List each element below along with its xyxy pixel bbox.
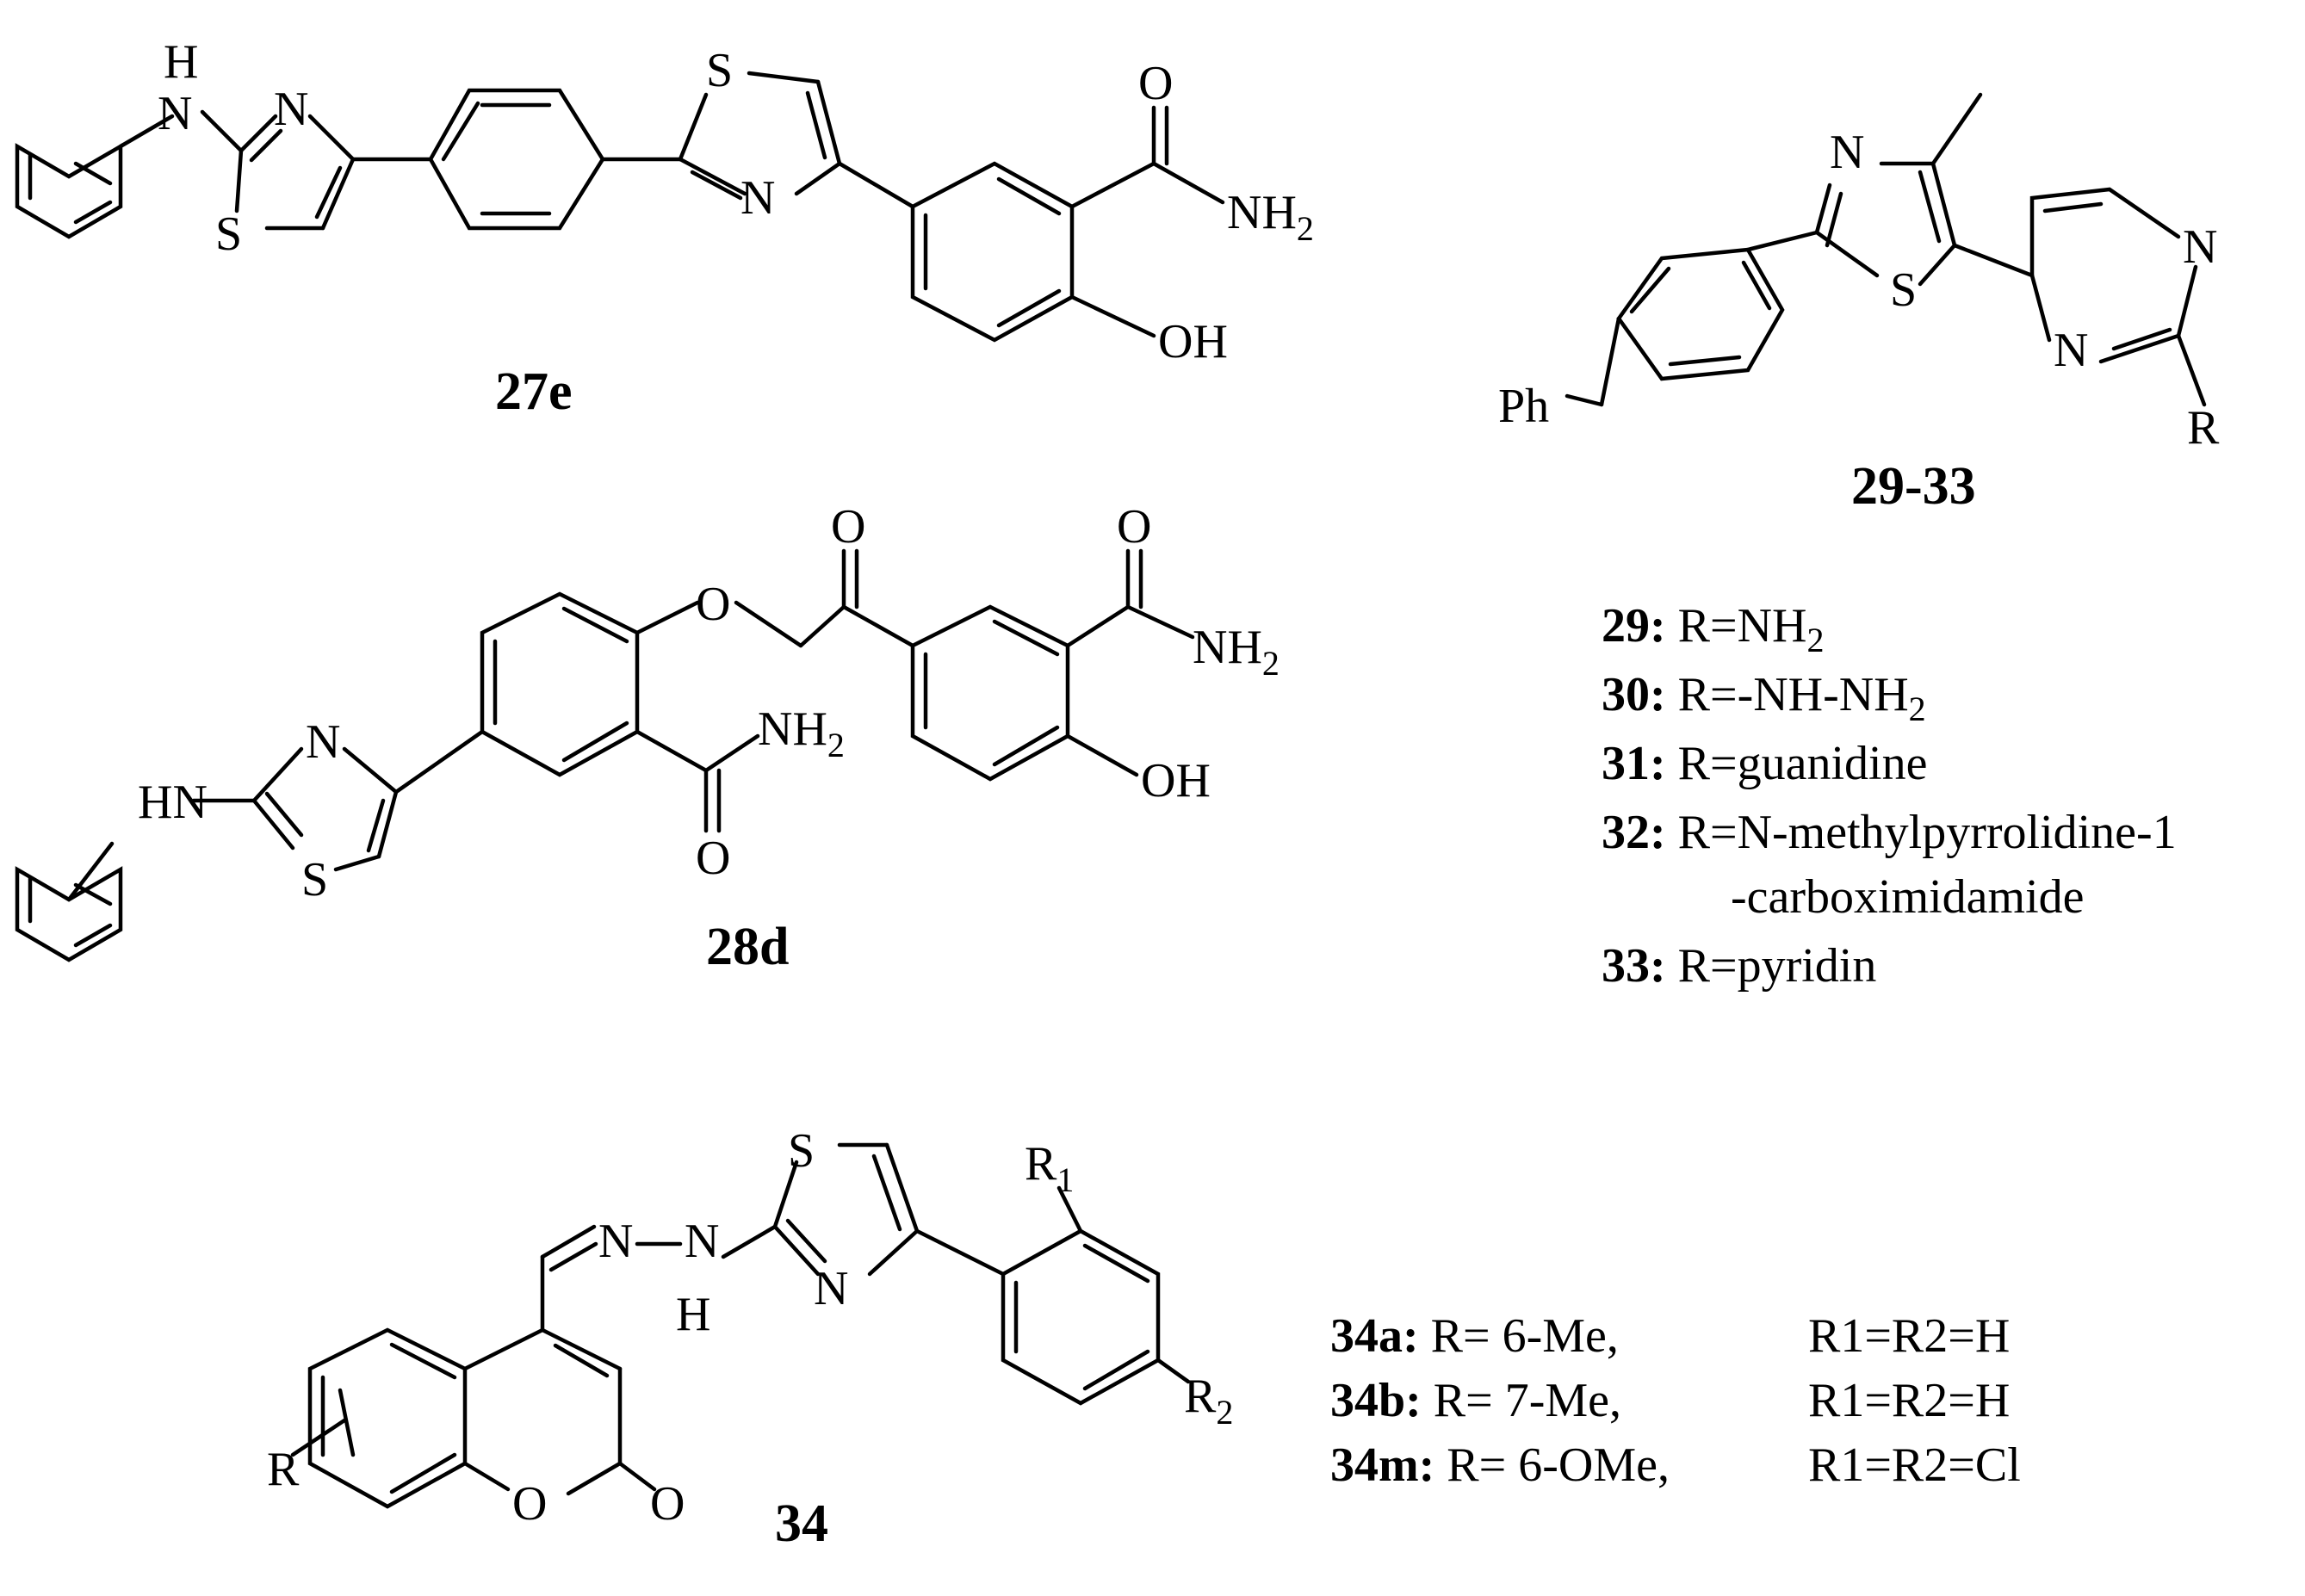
- atom-nh2: NH2: [1227, 186, 1314, 248]
- atom-n: N: [1830, 126, 1864, 179]
- compound-27e-structure: H N N S S N O NH2 OH 27e: [15, 35, 1314, 421]
- atom-nh2: NH2: [758, 702, 845, 764]
- atom-s: S: [788, 1124, 815, 1178]
- compound-28d-structure: HN N S O O O NH2 NH2 O OH 28d: [15, 500, 1280, 976]
- atom-o: O: [696, 832, 730, 885]
- legend-row-34m: 34m: R= 6-OMe,: [1330, 1438, 1670, 1492]
- compound-29-33-structure: Ph N S N N R 29-33: [1498, 92, 2220, 516]
- atom-oh: OH: [1158, 315, 1228, 368]
- compound-label-29-33: 29-33: [1851, 457, 1976, 516]
- legend-row-30: 30: R=-NH-NH2: [1602, 668, 1926, 728]
- atom-r2: R2: [1184, 1370, 1233, 1432]
- atom-r: R: [267, 1443, 300, 1496]
- atom-o: O: [1138, 57, 1173, 110]
- legend-row-32-cont: -carboximidamide: [1731, 870, 2085, 924]
- atom-ph: Ph: [1498, 380, 1549, 433]
- atom-s: S: [706, 44, 733, 97]
- atom-n: N: [274, 83, 308, 136]
- atom-h: H: [164, 35, 198, 89]
- atom-n: N: [2183, 220, 2217, 274]
- atom-o: O: [650, 1477, 685, 1531]
- atom-hn: HN: [138, 776, 208, 829]
- atom-n: N: [306, 715, 340, 769]
- atom-n: N: [598, 1215, 633, 1268]
- atom-nh2: NH2: [1193, 621, 1280, 683]
- legend-row-34a: 34a: R= 6-Me,: [1330, 1309, 1619, 1363]
- legend-row-34a-r: R1=R2=H: [1808, 1309, 2010, 1363]
- atom-o: O: [512, 1477, 547, 1531]
- atom-n: N: [814, 1262, 848, 1315]
- legend-row-33: 33: R=pyridin: [1602, 939, 1876, 993]
- legend-34: 34a: R= 6-Me, R1=R2=H 34b: R= 7-Me, R1=R…: [1330, 1309, 2021, 1492]
- legend-row-29: 29: R=NH2: [1602, 599, 1824, 659]
- atom-r: R: [2187, 401, 2220, 455]
- compound-label-28d: 28d: [706, 918, 789, 976]
- legend-29-33: 29: R=NH2 30: R=-NH-NH2 31: R=guanidine …: [1602, 599, 2177, 993]
- atom-s: S: [215, 207, 242, 261]
- atom-s: S: [1890, 263, 1917, 317]
- atom-o: O: [831, 500, 865, 554]
- atom-n: N: [158, 87, 192, 140]
- atom-n: N: [2054, 324, 2088, 377]
- compound-label-34: 34: [775, 1494, 828, 1553]
- atom-o: O: [696, 578, 730, 631]
- legend-row-34m-r: R1=R2=Cl: [1808, 1438, 2021, 1492]
- legend-row-34b: 34b: R= 7-Me,: [1330, 1374, 1621, 1427]
- legend-row-32: 32: R=N-methylpyrrolidine-1: [1602, 806, 2177, 859]
- atom-h: H: [676, 1288, 710, 1341]
- compound-34-structure: R O O N N H S N R1 R2 34: [267, 1124, 1233, 1553]
- atom-o: O: [1117, 500, 1151, 554]
- atom-r1: R1: [1025, 1137, 1074, 1199]
- atom-n: N: [740, 171, 775, 225]
- legend-row-31: 31: R=guanidine: [1602, 737, 1927, 790]
- atom-oh: OH: [1141, 754, 1211, 807]
- atom-n: N: [685, 1215, 719, 1268]
- legend-row-34b-r: R1=R2=H: [1808, 1374, 2010, 1427]
- compound-label-27e: 27e: [495, 362, 573, 421]
- atom-s: S: [301, 853, 328, 906]
